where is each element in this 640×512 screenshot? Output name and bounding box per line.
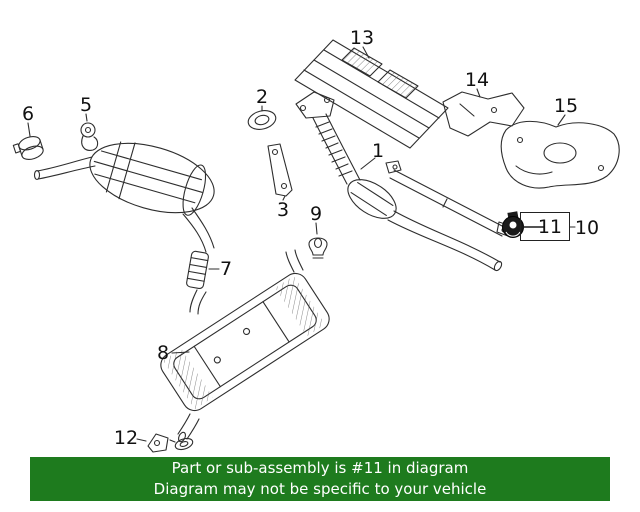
rear-muffler-8-drawing — [160, 249, 330, 443]
part-label-12: 12 — [113, 427, 139, 449]
banner-line-1: Part or sub-assembly is #11 in diagram — [171, 459, 469, 477]
part-label-9: 9 — [309, 203, 323, 225]
gasket-2-drawing — [247, 110, 277, 130]
note-banner: Part or sub-assembly is #11 in diagram D… — [30, 457, 610, 501]
highlight-callout-box: 11 — [520, 212, 570, 241]
banner-line-2: Diagram may not be specific to your vehi… — [153, 480, 487, 498]
part-label-3: 3 — [276, 199, 290, 221]
heat-shield-15-drawing — [500, 120, 620, 189]
clamp-6-drawing — [12, 136, 44, 160]
part-label-5: 5 — [79, 94, 93, 116]
part-label-8: 8 — [156, 342, 170, 364]
part-label-7: 7 — [219, 258, 233, 280]
diagram-line-art — [12, 39, 620, 453]
heat-shield-13-drawing — [294, 39, 449, 149]
hanger-5-drawing — [80, 122, 99, 151]
bracket-12-drawing — [147, 433, 194, 453]
coupling-7-drawing — [186, 250, 209, 315]
part-label-14: 14 — [464, 69, 490, 91]
downpipe-1-drawing — [295, 91, 503, 272]
part-label-13: 13 — [349, 27, 375, 49]
part-label-10: 10 — [574, 217, 600, 239]
mount-9-drawing — [308, 237, 328, 259]
exhaust-hanger-11-drawing — [502, 211, 545, 238]
front-muffler-drawing — [33, 141, 215, 253]
bracket-rail-10-drawing — [385, 160, 512, 237]
bracket-3-drawing — [267, 143, 293, 197]
part-label-6: 6 — [21, 103, 35, 125]
part-label-2: 2 — [255, 86, 269, 108]
highlight-part-number: 11 — [537, 215, 562, 238]
part-label-1: 1 — [371, 140, 385, 162]
heat-shield-14-drawing — [442, 91, 525, 137]
part-label-15: 15 — [553, 95, 579, 117]
leader-lines — [27, 46, 576, 442]
